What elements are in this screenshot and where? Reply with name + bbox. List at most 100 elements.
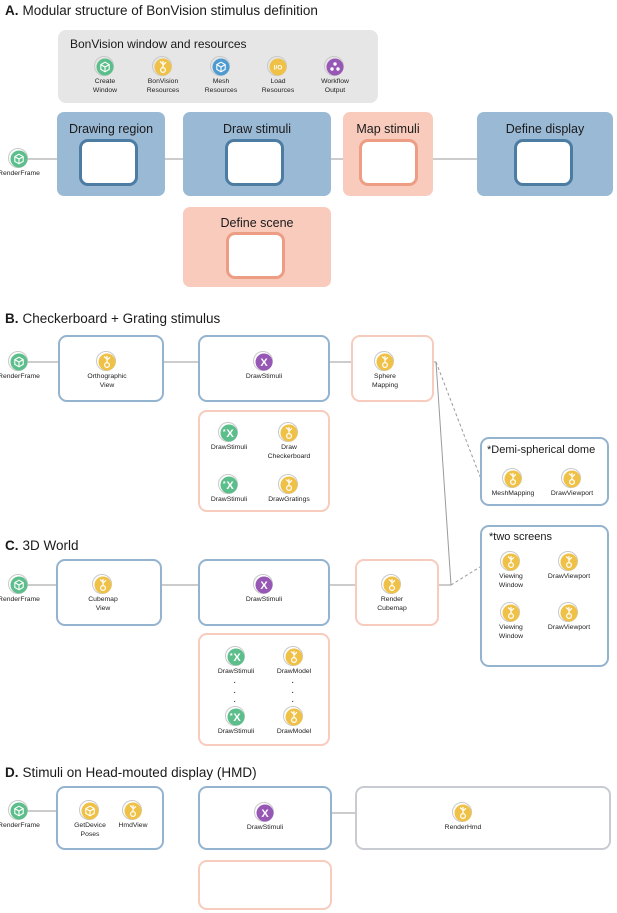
node-label-line: Cubemap — [377, 604, 407, 612]
node-label-line: Orthographic — [87, 373, 127, 380]
svg-text:X: X — [260, 357, 268, 369]
node-label-line: View — [99, 381, 115, 389]
node-label-line: HmdView — [118, 822, 148, 829]
node-label-line: Resources — [146, 86, 180, 94]
node-label-line: Create — [94, 78, 116, 85]
panel-c-title: C.3D World — [5, 538, 79, 553]
b-draw-stimuli-node: X — [253, 351, 273, 371]
panel-b-title: B.Checkerboard + Grating stimulus — [5, 311, 221, 326]
svg-text:*: * — [223, 481, 226, 488]
map-stimuli-label: Map stimuli — [356, 122, 420, 136]
map-stimuli-slot — [359, 139, 418, 186]
node-label-line: MeshMapping — [491, 490, 535, 497]
node-label-line: Draw — [281, 444, 297, 451]
svg-text:X: X — [226, 428, 234, 440]
c-sub-draw-stimuli-2-label: DrawStimuli — [196, 728, 276, 737]
ellipsis-dot: · — [233, 687, 237, 698]
bonvision-resources-node — [152, 56, 172, 76]
node-label-line: Render — [380, 596, 404, 603]
viewing-window-1-node — [500, 551, 520, 571]
b-map-stimuli — [351, 335, 434, 402]
node-label-line: Sphere — [374, 373, 396, 380]
load-resources-node: I/O — [267, 56, 287, 76]
svg-text:*: * — [230, 653, 233, 660]
draw-model-2-label: DrawModel — [254, 728, 334, 737]
dome-title: *Demi-spherical dome — [487, 444, 596, 456]
d-draw-stimuli-node: X — [254, 802, 274, 822]
c-sub-draw-stimuli-1-node: X * — [225, 646, 245, 666]
two-screens-title: *two screens — [489, 531, 552, 543]
ellipsis-dot: · — [291, 687, 295, 698]
create-window-node — [94, 56, 114, 76]
get-device-poses-node — [79, 800, 99, 820]
define-scene-label: Define scene — [220, 216, 294, 230]
cubemap-view-node — [92, 574, 112, 594]
c-map-stimuli — [355, 559, 439, 626]
c-draw-stimuli-label: DrawStimuli — [224, 596, 304, 605]
svg-text:I/O: I/O — [274, 64, 283, 71]
node-label-line: DrawViewport — [547, 624, 591, 631]
d-draw-stimuli-label: DrawStimuli — [225, 824, 305, 833]
node-label-line: DrawViewport — [550, 490, 594, 497]
define-display-slot — [514, 139, 573, 186]
node-label-line: Resources — [204, 86, 238, 94]
viewing-window-2-node — [500, 602, 520, 622]
draw-gratings-node — [278, 474, 298, 494]
c-sub-draw-stimuli-1-label: DrawStimuli — [196, 668, 276, 677]
draw-gratings-label: DrawGratings — [249, 496, 329, 505]
d-render-frame-node — [8, 800, 28, 820]
node-label-line: Resources — [261, 86, 295, 94]
define-display-label: Define display — [505, 122, 585, 136]
node-label-line: RenderFrame — [0, 373, 40, 380]
draw-model-2-node — [283, 706, 303, 726]
node-label-line: GetDevice — [74, 822, 106, 829]
d-render-frame-label: RenderFrame — [0, 822, 59, 831]
ellipsis-dot: · — [291, 696, 295, 707]
c-render-frame-node — [8, 574, 28, 594]
mesh-resources-node — [210, 56, 230, 76]
c-define-scene — [198, 633, 330, 746]
screens-draw-viewport-2-label: DrawViewport — [529, 624, 609, 633]
node-label-line: DrawStimuli — [245, 373, 283, 380]
panel-a-title: A.Modular structure of BonVision stimulu… — [5, 3, 318, 18]
b-sub-draw-stimuli-2-label: DrawStimuli — [189, 496, 269, 505]
dome-display — [480, 437, 609, 506]
d-define-scene — [198, 860, 332, 910]
b-render-frame-node — [8, 351, 28, 371]
node-label-line: Cubemap — [88, 596, 118, 603]
dome-draw-viewport-label: DrawViewport — [532, 490, 612, 499]
node-label-line: RenderFrame — [0, 596, 40, 603]
render-hmd-node — [452, 802, 472, 822]
b-render-frame-label: RenderFrame — [0, 373, 59, 382]
node-label-line: BonVision — [147, 78, 179, 85]
node-label-line: Poses — [80, 830, 100, 838]
resources-title: BonVision window and resources — [70, 37, 247, 51]
node-label-line: DrawGratings — [268, 496, 310, 503]
node-label-line: RenderFrame — [0, 822, 40, 829]
node-label-line: Window — [498, 632, 524, 640]
node-label-line: DrawStimuli — [210, 496, 248, 503]
workflow-output-node — [324, 56, 344, 76]
b-drawing-region — [58, 335, 164, 402]
render-cubemap-node — [381, 574, 401, 594]
ellipsis-dot: · — [233, 696, 237, 707]
svg-text:X: X — [226, 480, 234, 492]
draw-stimuli-label: Draw stimuli — [222, 122, 292, 136]
screens-draw-viewport-1-node — [558, 551, 578, 571]
svg-text:X: X — [261, 808, 269, 820]
panel-d-title: D.Stimuli on Head-mouted display (HMD) — [5, 765, 257, 780]
node-label-line: DrawStimuli — [245, 596, 283, 603]
node-label-line: Checkerboard — [267, 452, 311, 460]
node-label-line: View — [95, 604, 111, 612]
c-draw-stimuli-node: X — [253, 574, 273, 594]
render-hmd-label: RenderHmd — [423, 824, 503, 833]
node-label-line: Window — [92, 86, 118, 94]
node-label-line: DrawModel — [276, 668, 312, 675]
